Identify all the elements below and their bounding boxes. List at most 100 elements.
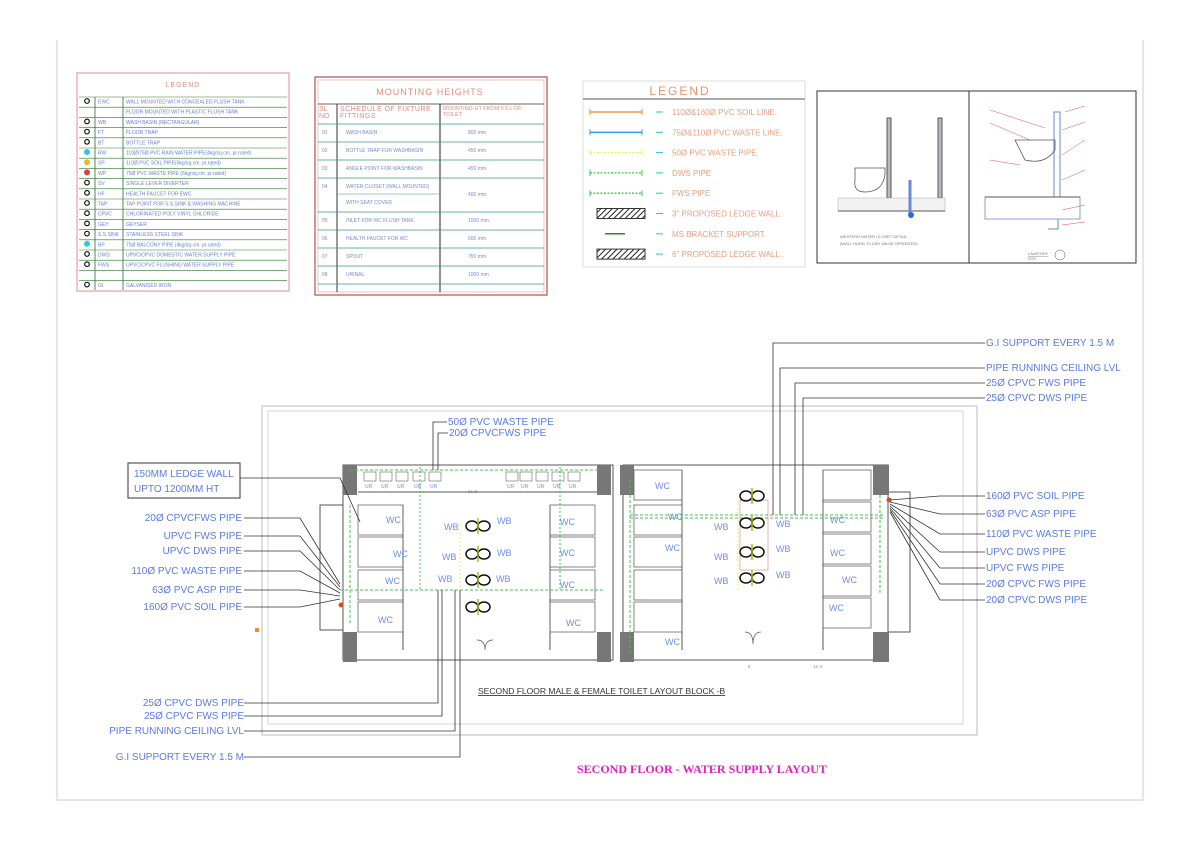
- health-faucet-icon: [84, 189, 90, 196]
- wc-label: WC: [393, 549, 408, 559]
- pipe-legend-label: 110Ø&160Ø PVC SOIL LINE.: [672, 108, 777, 117]
- pipe-legend-label: 50Ø PVC WASTE PIPE.: [672, 149, 759, 158]
- fixture-details: WESTERN WATER CLOSET DETAIL (WALL HUNG, …: [816, 90, 1137, 264]
- legend-code: FT: [98, 130, 104, 136]
- pipe-legend-label: DWS PIPE: [672, 169, 711, 178]
- urinal-label: UR: [414, 484, 422, 490]
- pipe-annotation: G.I SUPPORT EVERY 1.5 M: [116, 752, 244, 763]
- leader-line: [779, 367, 985, 515]
- lavatory-scale: NTS: [1028, 256, 1036, 261]
- pipe-annotation: UPVC DWS PIPE: [163, 546, 243, 557]
- wc-label: WC: [668, 512, 683, 522]
- floor-trap-icon: [84, 128, 90, 135]
- col-fixture-header: SCHEDULE OF FIXTURE FITTINGS: [340, 106, 432, 121]
- pipe-annotation: UPVC FWS PIPE: [164, 531, 243, 542]
- rain-water-pipe-icon: [84, 149, 90, 155]
- ledge-note: 150MM LEDGE WALL: [134, 469, 234, 480]
- legend-code: WP: [98, 171, 107, 177]
- leader-line: [432, 421, 447, 470]
- wb-label: WB: [776, 544, 791, 554]
- mounting-fixture: BOTTLE TRAP FOR WASHBASIN: [346, 148, 424, 154]
- cpvc-icon: [84, 210, 90, 217]
- wc-label: WC: [665, 543, 680, 553]
- pipe-annotation: 20Ø CPVCFWS PIPE: [145, 513, 243, 524]
- wb-label: WB: [496, 574, 511, 584]
- legend-code: BP: [98, 242, 105, 248]
- legend-title: LEGEND: [166, 82, 201, 89]
- mounting-height: 450 mm: [468, 148, 486, 154]
- legend-code: GEY: [98, 222, 109, 228]
- wc-stall: [633, 569, 683, 601]
- legend-code: HF: [98, 191, 105, 197]
- plan-subtitle: SECOND FLOOR MALE & FEMALE TOILET LAYOUT…: [478, 686, 726, 696]
- legend-desc: FLOOR TRAP: [126, 130, 159, 136]
- mounting-fixture: HEALTH FAUCET FOR WC: [346, 236, 408, 242]
- door-icon: [744, 631, 762, 645]
- wash-basin-icon: [739, 570, 765, 586]
- pipe-annotation: G.I SUPPORT EVERY 1.5 M: [986, 338, 1114, 349]
- leader-line: [244, 590, 443, 717]
- mounting-fixture: SPOUT: [346, 254, 363, 260]
- legend-desc: STAINLESS STEEL SINK: [126, 232, 184, 238]
- pipe-annotation: 25Ø CPVC FWS PIPE: [986, 378, 1086, 389]
- ledge-note: UPTO 1200MM HT: [134, 484, 219, 495]
- mounting-height: 750 mm: [468, 254, 486, 260]
- mounting-sl: 07: [322, 254, 328, 260]
- wc-label: WC: [830, 515, 845, 525]
- urinal-label: UR: [553, 484, 561, 490]
- wb-label: WB: [776, 570, 791, 580]
- wb-label: WB: [497, 516, 512, 526]
- legend-desc: UPVC/CPVC FLUSHING WATER SUPPLY PIPE: [126, 263, 235, 269]
- legend-desc: WALL MOUNTED WITH CONCEALED FLUSH TANK: [126, 100, 245, 106]
- leader-line: [244, 570, 341, 594]
- legend-desc: TAP POINT FOR S.S.SINK & WASHING MACHINE: [126, 202, 241, 208]
- wc-label: WC: [829, 603, 844, 613]
- wc-stall: [822, 533, 872, 565]
- wash-basin-icon: [84, 118, 90, 125]
- mounting-height: 400 mm: [468, 192, 486, 198]
- leader-line: [240, 477, 361, 523]
- wc-label: WC: [830, 548, 845, 558]
- legend-code: TAP: [98, 202, 108, 208]
- wb-label: WB: [497, 548, 512, 558]
- pipe-legend: LEGEND 110Ø&160Ø PVC SOIL LINE.75Ø&110Ø …: [582, 80, 806, 268]
- wash-basin-icon: [465, 546, 491, 562]
- ledge-wall-swatch: [596, 248, 646, 260]
- wc-stall: [633, 469, 683, 501]
- pipe-annotation: 63Ø PVC ASP PIPE: [152, 585, 242, 596]
- dimension-door: 5': [748, 664, 751, 669]
- legend-code: DWS: [98, 253, 110, 259]
- wash-basin-icon: [465, 572, 491, 588]
- wc-label: WC: [385, 576, 400, 586]
- legend-code: CPVC: [98, 212, 112, 218]
- pipe-annotation: UPVC FWS PIPE: [986, 563, 1065, 574]
- leader-line: [889, 503, 985, 535]
- soil-pipe-icon: [84, 159, 90, 166]
- urinal-icon: [519, 471, 533, 482]
- wc-stall: [549, 601, 596, 633]
- urinal-label: UR: [397, 484, 405, 490]
- legend-code: SV: [98, 181, 105, 187]
- wb-label: WB: [442, 552, 457, 562]
- diverter-icon: [84, 179, 90, 186]
- leader-line: [244, 517, 341, 585]
- wb-label: WB: [444, 522, 459, 532]
- wc-stall: [822, 597, 872, 629]
- mounting-height: 800 mm: [468, 130, 486, 136]
- mounting-height: 450 mm: [468, 166, 486, 172]
- mounting-fixture: URINAL: [346, 272, 365, 278]
- wc-stall: [822, 565, 872, 597]
- wc-label: WC: [665, 637, 680, 647]
- leader-line: [772, 342, 985, 515]
- wc-stall: [633, 536, 683, 568]
- wc-stall: [822, 469, 872, 501]
- pipe-annotation: 63Ø PVC ASP PIPE: [986, 509, 1076, 520]
- urinal-label: UR: [521, 484, 529, 490]
- drain-icon: [908, 212, 914, 218]
- legend-desc: UPVC/CPVC DOMESTIC WATER SUPPLY PIPE: [126, 253, 236, 259]
- legend-code: S.S.SINK: [98, 232, 120, 238]
- wc-stall: [633, 504, 683, 536]
- floor-plan: WCWCWCWCWCWCWCWCWCWCWCWCWCWCWCWCWBWBWBWB…: [261, 405, 978, 736]
